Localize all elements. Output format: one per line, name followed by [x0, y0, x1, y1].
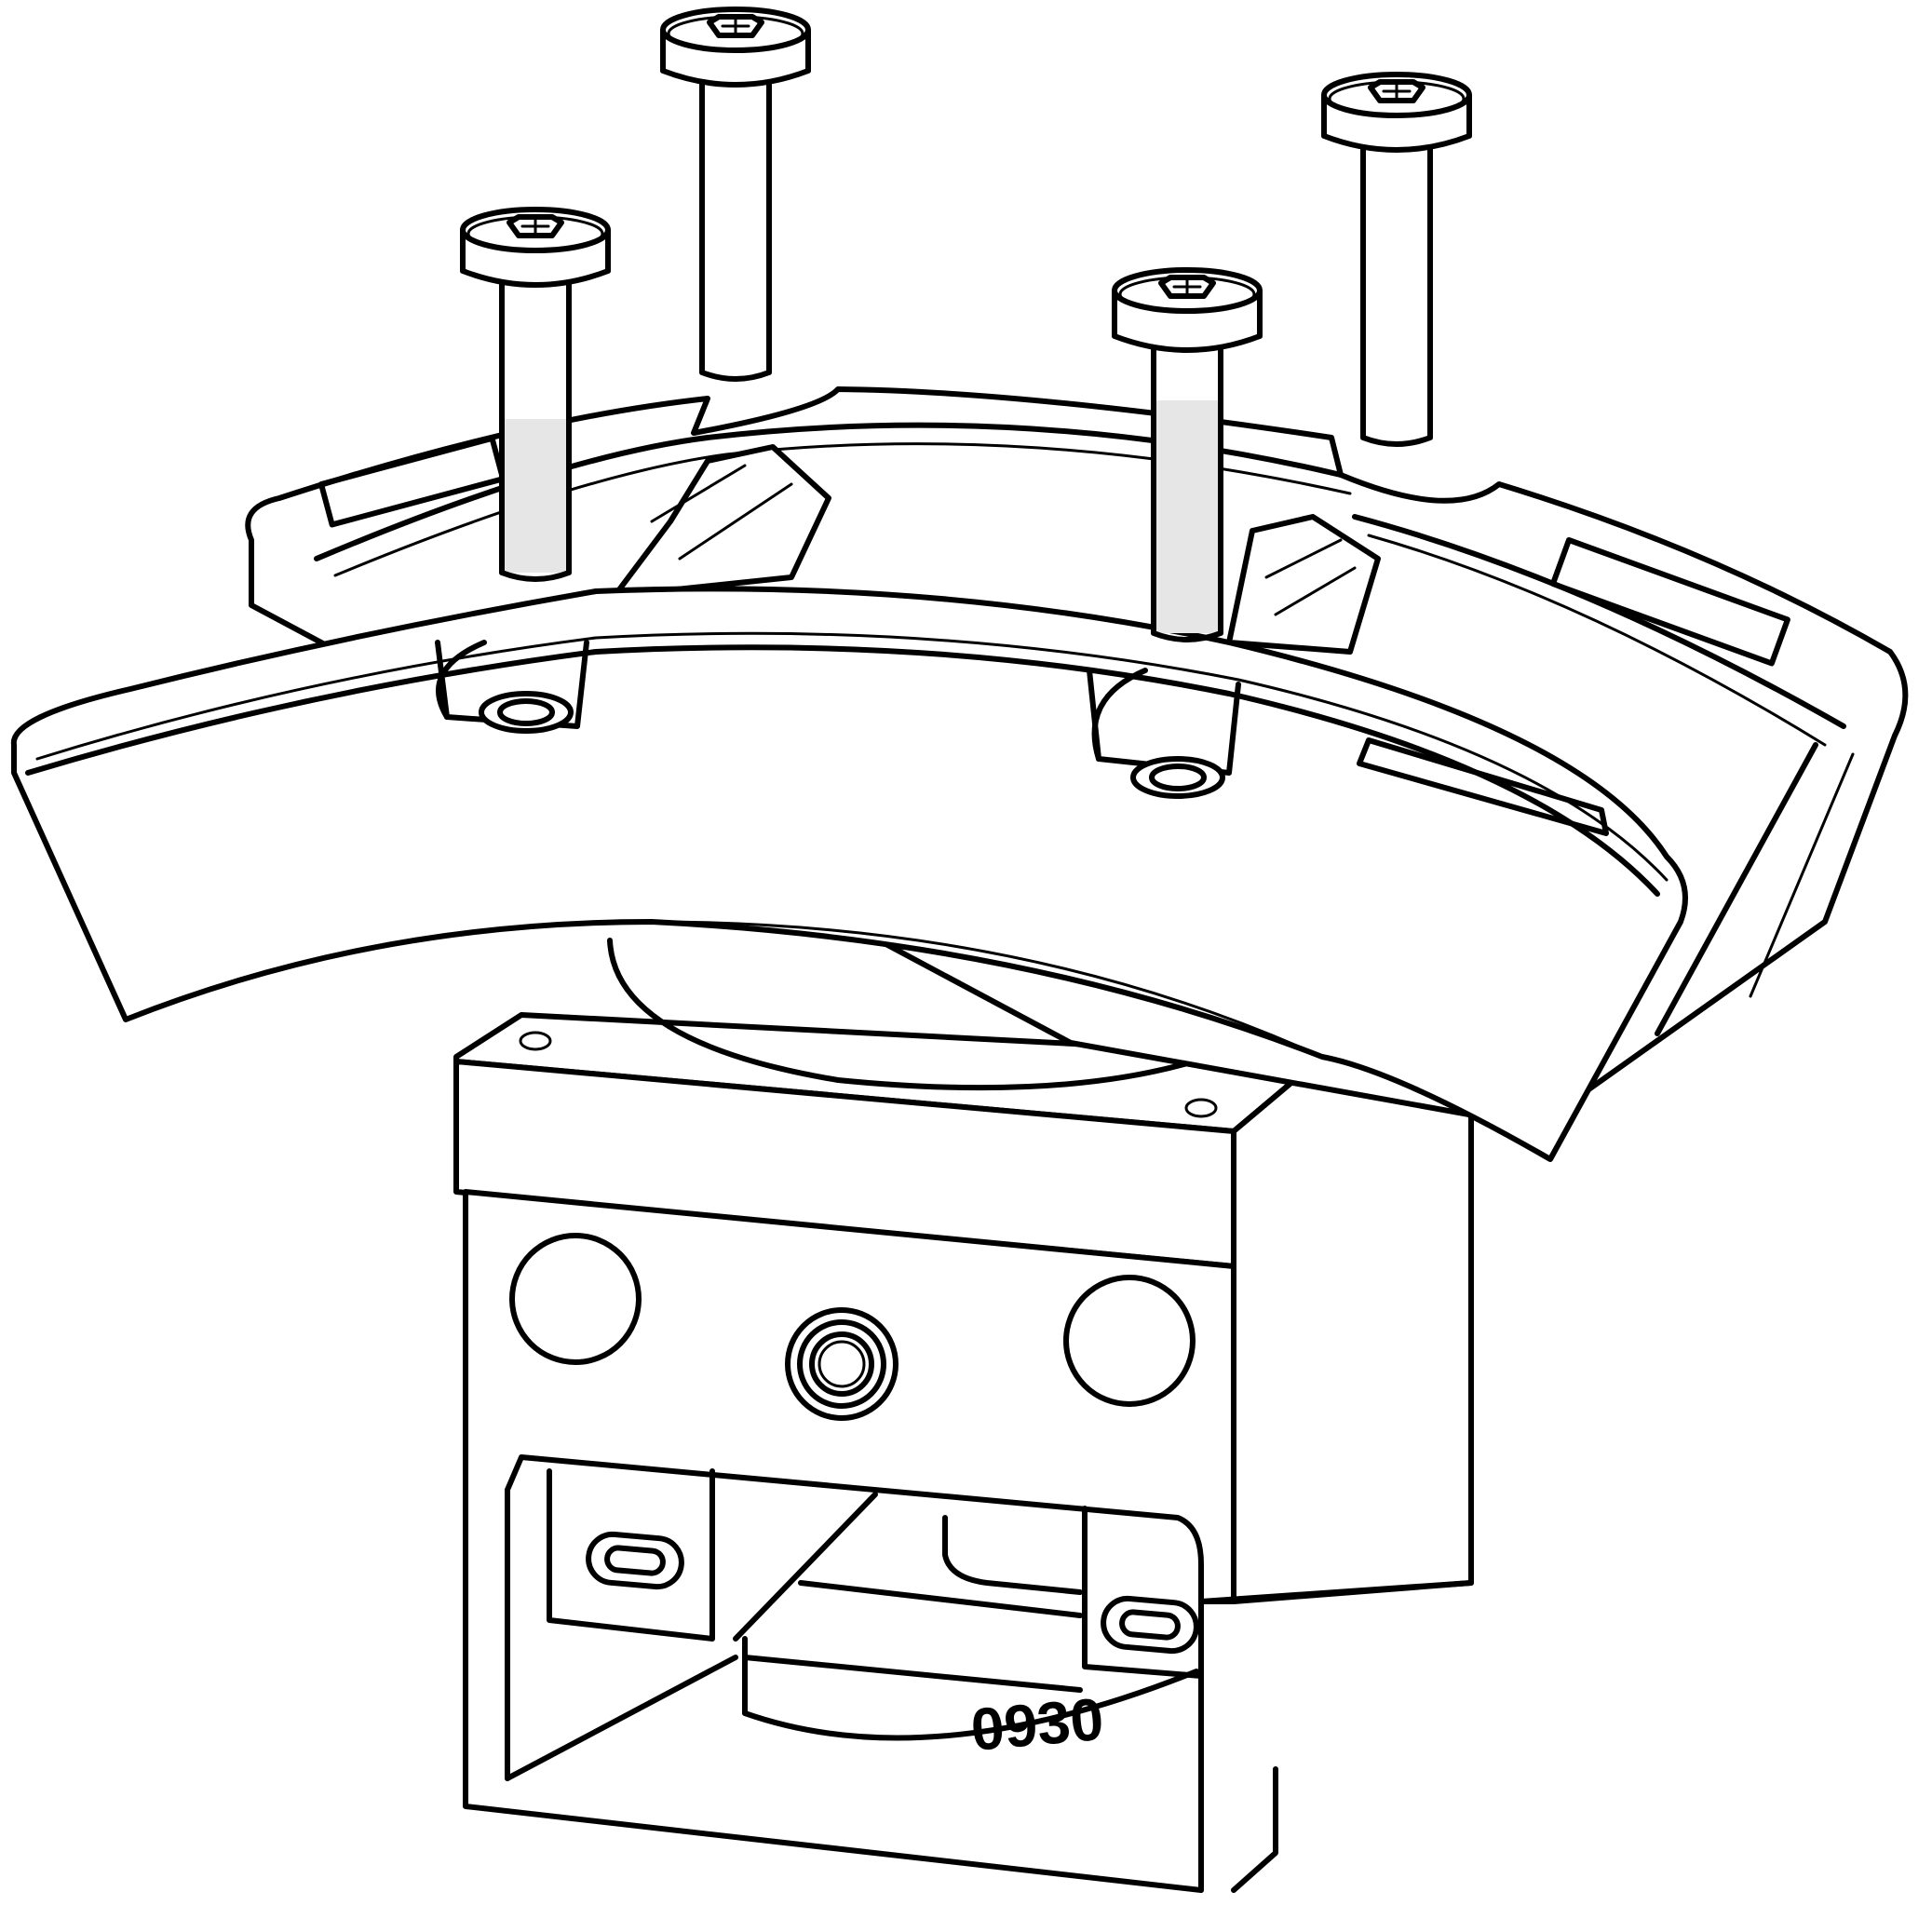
cap-screw — [1321, 72, 1472, 447]
screws — [460, 7, 1472, 642]
cap-screw — [660, 7, 811, 382]
hex-socket-icon — [1158, 275, 1216, 299]
front-segment — [10, 586, 1688, 1162]
part-number-label: 0930 — [968, 1685, 1106, 1764]
hole-right — [1063, 1275, 1196, 1407]
adjustment-slots — [586, 1531, 1199, 1655]
hex-socket-icon — [507, 214, 564, 238]
cap-screw — [460, 207, 611, 582]
slot-right — [1101, 1595, 1199, 1655]
hex-socket-icon — [1368, 79, 1425, 103]
slot-left — [586, 1531, 684, 1590]
hole-left — [509, 1233, 642, 1365]
front-holes — [509, 1233, 1196, 1407]
center-bore — [785, 1307, 898, 1421]
inner-pads — [612, 444, 1381, 655]
hex-socket-icon — [707, 14, 764, 38]
base-block — [453, 938, 1474, 1893]
cap-screw — [1112, 267, 1263, 642]
counterbores — [479, 691, 1225, 799]
